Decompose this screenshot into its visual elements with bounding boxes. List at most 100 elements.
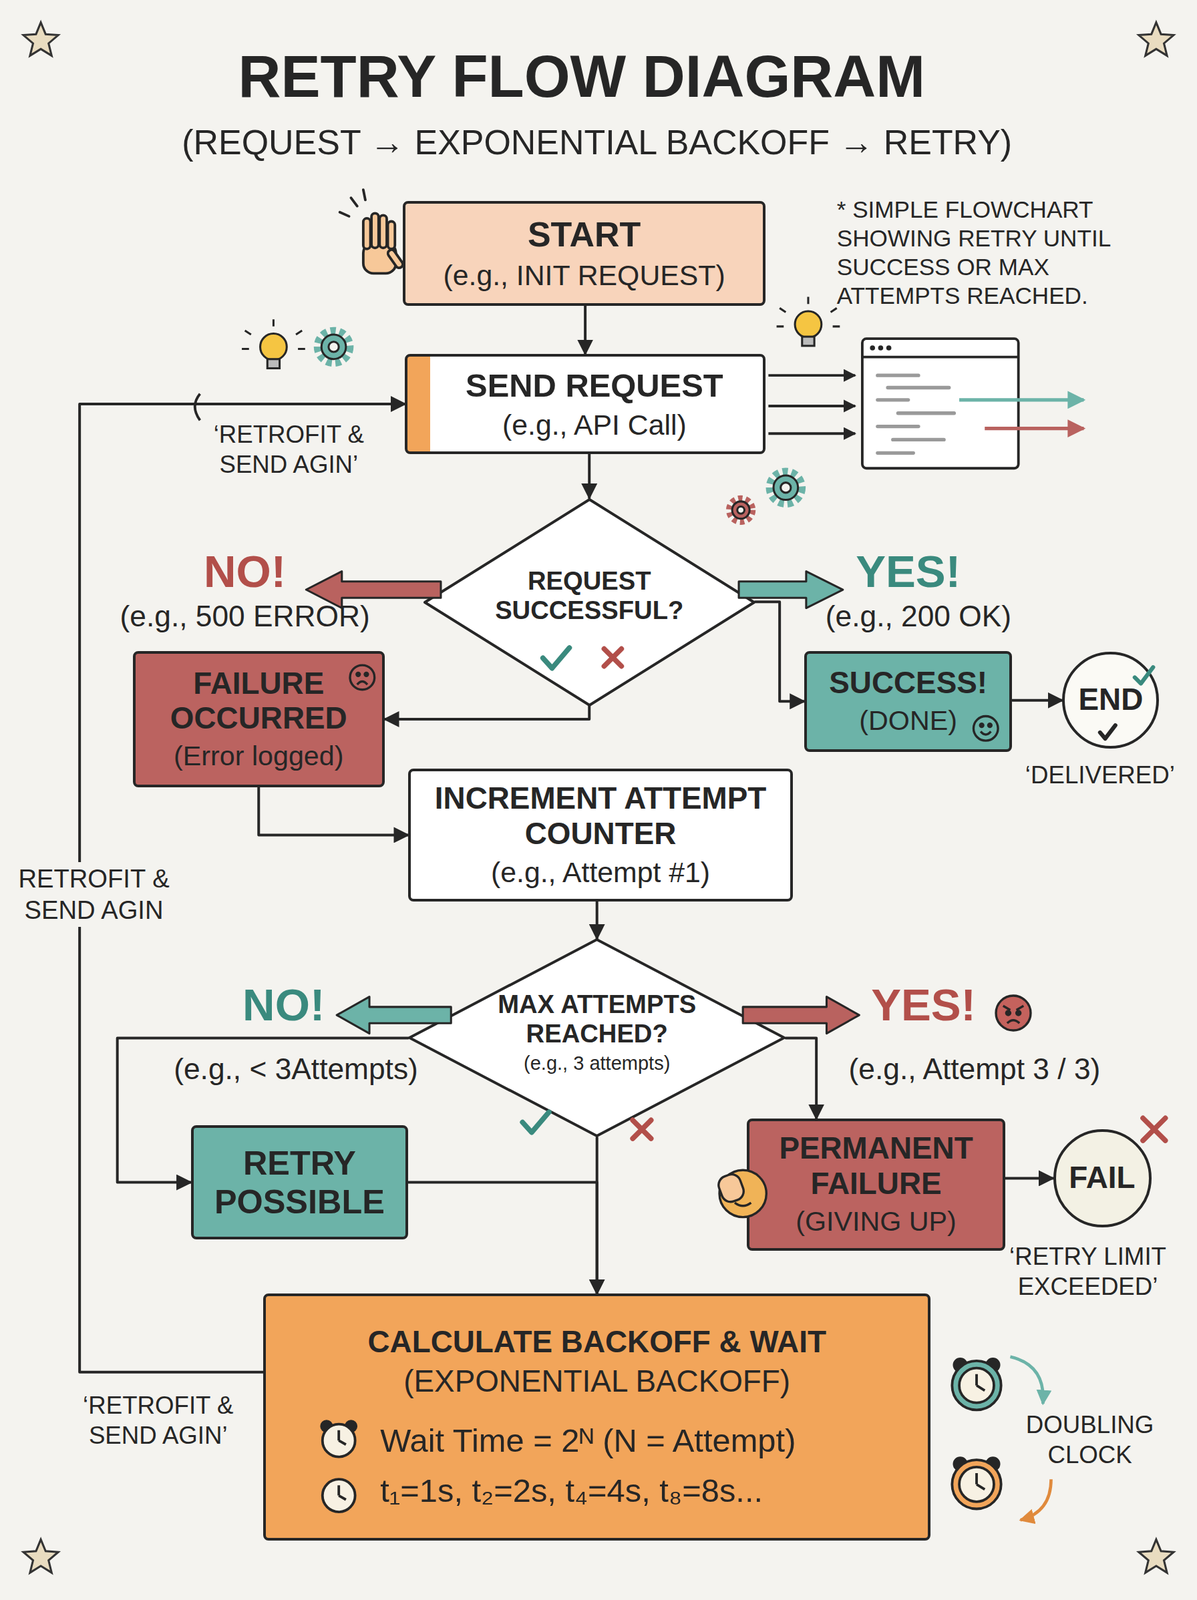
doubling-arrow bbox=[1009, 1357, 1051, 1521]
clock-icon bbox=[322, 1479, 356, 1513]
sad-face-icon bbox=[356, 672, 361, 676]
branch-label: NO! bbox=[203, 544, 286, 600]
success-box: SUCCESS!(DONE) bbox=[804, 651, 1013, 753]
clock-icon bbox=[951, 1458, 1001, 1509]
clock-icon bbox=[976, 1473, 985, 1490]
branch-arrow bbox=[305, 571, 441, 609]
corner-star bbox=[1138, 1539, 1174, 1574]
corner-star bbox=[23, 22, 1174, 1574]
text-stack: FAIL bbox=[1062, 1160, 1141, 1197]
retry-box: RETRY POSSIBLE bbox=[191, 1125, 409, 1240]
light-bulb-icon bbox=[802, 336, 815, 347]
check-cross-mark bbox=[1142, 1118, 1166, 1141]
diamond-outline bbox=[424, 499, 755, 706]
check-cross-mark bbox=[522, 647, 1165, 1141]
example-note: (e.g., < 3Attempts) bbox=[173, 1051, 419, 1088]
light-bulb-icon bbox=[776, 297, 841, 347]
clock-icon bbox=[959, 1467, 994, 1503]
sad-face-icon bbox=[357, 681, 368, 686]
text-stack: PERMANENT FAILURE(GIVING UP) bbox=[762, 1131, 991, 1238]
hand-icon bbox=[339, 189, 366, 217]
branch-arrow bbox=[738, 571, 843, 609]
flow-connector bbox=[384, 706, 590, 720]
flow-connector bbox=[595, 1137, 599, 1294]
browser-window-icon bbox=[862, 338, 1085, 469]
angry-face-icon bbox=[1007, 1020, 1020, 1024]
terminal-note: ‘DELIVERED’ bbox=[1025, 760, 1175, 791]
example-note: (e.g., 500 ERROR) bbox=[120, 598, 371, 635]
node-heading: SUCCESS! bbox=[818, 665, 998, 702]
text-stack: END bbox=[1072, 682, 1150, 719]
process-box: INCREMENT ATTEMPT COUNTER(e.g., Attempt … bbox=[408, 768, 793, 902]
node-heading: SEND REQUEST bbox=[438, 366, 751, 405]
hand-icon bbox=[363, 213, 405, 274]
light-bulb-icon bbox=[241, 319, 306, 369]
flow-connector bbox=[587, 454, 591, 499]
facepalm-icon bbox=[734, 1203, 751, 1207]
smiley-icon bbox=[980, 731, 991, 735]
light-bulb-icon bbox=[794, 311, 822, 338]
gear-icon bbox=[328, 342, 339, 353]
gear-icon bbox=[321, 334, 347, 360]
node-heading: CALCULATE BACKOFF & WAIT bbox=[277, 1325, 916, 1361]
terminal-note: ‘RETRY LIMIT EXCEEDED’ bbox=[998, 1242, 1177, 1302]
hand-icon bbox=[386, 248, 405, 270]
angry-face-icon bbox=[1005, 1011, 1010, 1016]
hand-icon bbox=[388, 221, 396, 250]
flow-connector bbox=[258, 787, 409, 835]
corner-star bbox=[1138, 22, 1174, 57]
decision-diamond: MAX ATTEMPTS REACHED? (e.g., 3 attempts) bbox=[408, 938, 786, 1138]
light-bulb-icon bbox=[260, 333, 288, 361]
node-heading: INCREMENT ATTEMPT COUNTER bbox=[422, 781, 778, 852]
flow-connector bbox=[595, 901, 599, 940]
process-box: SEND REQUEST(e.g., API Call) bbox=[404, 354, 765, 455]
text-stack: CALCULATE BACKOFF & WAIT(EXPONENTIAL BAC… bbox=[277, 1325, 916, 1510]
node-heading: FAILURE OCCURRED bbox=[147, 666, 371, 737]
clock-icon bbox=[321, 1359, 1001, 1513]
check-cross-mark bbox=[543, 647, 570, 669]
gear-icon bbox=[318, 331, 802, 522]
fail-terminal: FAIL bbox=[1053, 1129, 1152, 1228]
corner-star bbox=[23, 22, 59, 57]
request-arrows bbox=[768, 375, 855, 434]
example-note: (e.g., 200 OK) bbox=[825, 598, 1012, 635]
smiley-icon bbox=[979, 724, 984, 728]
smiley-icon bbox=[973, 716, 998, 741]
node-heading: MAX ATTEMPTS REACHED? bbox=[483, 989, 711, 1049]
clock-icon bbox=[338, 1430, 347, 1445]
node-detail: (Error logged) bbox=[147, 740, 371, 773]
flow-connector bbox=[1011, 699, 1063, 703]
node-heading: START bbox=[418, 215, 751, 256]
smiley-icon bbox=[973, 716, 998, 741]
hand-icon bbox=[339, 189, 405, 274]
diamond-outline bbox=[409, 939, 785, 1137]
hand-icon bbox=[371, 213, 379, 248]
branch-label: YES! bbox=[871, 977, 976, 1033]
node-detail: t₁=1s, t₂=2s, t₄=4s, t₈=8s... bbox=[380, 1472, 916, 1510]
check-cross-mark bbox=[522, 1112, 550, 1133]
clock-note: DOUBLING CLOCK bbox=[1013, 1410, 1167, 1471]
corner-star bbox=[23, 1539, 59, 1574]
sad-face-icon bbox=[364, 672, 369, 676]
node-detail: (e.g., 3 attempts) bbox=[483, 1052, 711, 1075]
angry-face-icon bbox=[995, 995, 1031, 1031]
loop-label: ‘RETROFIT & SEND AGIN’ bbox=[61, 1391, 256, 1451]
failure-box: FAILURE OCCURRED(Error logged) bbox=[132, 651, 385, 789]
gear-icon bbox=[770, 472, 801, 503]
browser-window-icon bbox=[886, 345, 892, 351]
node-heading: FAIL bbox=[1062, 1160, 1141, 1197]
branch-label: YES! bbox=[855, 544, 961, 600]
text-stack: FAILURE OCCURRED(Error logged) bbox=[147, 666, 371, 773]
browser-window-icon bbox=[877, 375, 955, 453]
angry-face-icon bbox=[1003, 1005, 1024, 1010]
check-cross-mark bbox=[632, 1120, 651, 1139]
clock-icon bbox=[976, 1374, 985, 1391]
gear-icon bbox=[773, 475, 799, 501]
loop-label: ‘RETROFIT & SEND AGIN’ bbox=[191, 420, 386, 480]
light-bulb-icon bbox=[776, 297, 841, 327]
start-box: START(e.g., INIT REQUEST) bbox=[402, 201, 765, 306]
circle-outline bbox=[1063, 653, 1158, 748]
text-stack: START(e.g., INIT REQUEST) bbox=[418, 215, 751, 292]
text-stack: INCREMENT ATTEMPT COUNTER(e.g., Attempt … bbox=[422, 781, 778, 890]
branch-arrow bbox=[336, 997, 451, 1035]
